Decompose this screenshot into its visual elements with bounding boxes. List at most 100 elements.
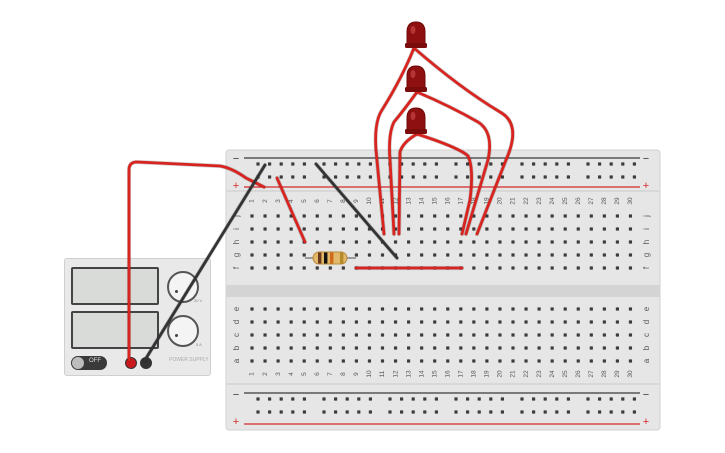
terminal-hole[interactable] — [407, 359, 411, 363]
bottom-negative-rail-hole[interactable] — [632, 397, 636, 401]
terminal-hole[interactable] — [615, 266, 619, 270]
terminal-hole[interactable] — [341, 320, 345, 324]
terminal-hole[interactable] — [589, 240, 593, 244]
top-negative-rail-hole[interactable] — [609, 162, 613, 166]
top-positive-rail-hole[interactable] — [543, 175, 547, 179]
terminal-hole[interactable] — [498, 320, 502, 324]
bottom-negative-rail-hole[interactable] — [466, 397, 470, 401]
top-positive-rail-hole[interactable] — [411, 175, 415, 179]
terminal-hole[interactable] — [472, 214, 476, 218]
top-positive-rail-hole[interactable] — [621, 175, 625, 179]
top-positive-rail-hole[interactable] — [434, 175, 438, 179]
terminal-hole[interactable] — [420, 253, 424, 257]
terminal-hole[interactable] — [367, 307, 372, 311]
terminal-hole[interactable] — [263, 214, 267, 218]
terminal-hole[interactable] — [472, 359, 476, 363]
terminal-hole[interactable] — [485, 240, 489, 244]
terminal-hole[interactable] — [602, 359, 606, 363]
terminal-hole[interactable] — [407, 227, 411, 231]
terminal-hole[interactable] — [550, 227, 554, 231]
terminal-hole[interactable] — [446, 307, 450, 311]
terminal-hole[interactable] — [628, 266, 633, 270]
bottom-negative-rail-hole[interactable] — [520, 397, 524, 401]
terminal-hole[interactable] — [354, 359, 358, 363]
terminal-hole[interactable] — [341, 359, 345, 363]
terminal-hole[interactable] — [524, 320, 528, 324]
bottom-positive-rail-hole[interactable] — [411, 410, 415, 414]
bottom-positive-rail-hole[interactable] — [555, 410, 559, 414]
terminal-hole[interactable] — [576, 346, 580, 350]
terminal-hole[interactable] — [563, 240, 567, 244]
top-negative-rail-hole[interactable] — [302, 162, 306, 166]
top-positive-rail-hole[interactable] — [500, 175, 504, 179]
terminal-hole[interactable] — [276, 359, 280, 363]
terminal-hole[interactable] — [407, 214, 411, 218]
led-3[interactable] — [405, 107, 427, 134]
terminal-hole[interactable] — [289, 266, 293, 270]
terminal-hole[interactable] — [407, 320, 411, 324]
terminal-hole[interactable] — [276, 227, 280, 231]
bottom-negative-rail-hole[interactable] — [368, 397, 372, 401]
terminal-hole[interactable] — [628, 307, 633, 311]
terminal-hole[interactable] — [393, 307, 398, 311]
terminal-hole[interactable] — [420, 240, 424, 244]
terminal-hole[interactable] — [602, 214, 606, 218]
terminal-hole[interactable] — [433, 227, 437, 231]
terminal-hole[interactable] — [498, 266, 502, 270]
top-positive-rail-hole[interactable] — [357, 175, 361, 179]
terminal-hole[interactable] — [576, 253, 580, 257]
terminal-hole[interactable] — [420, 346, 424, 350]
terminal-hole[interactable] — [354, 227, 358, 231]
bottom-negative-rail-hole[interactable] — [621, 397, 625, 401]
top-positive-rail-hole[interactable] — [423, 175, 427, 179]
top-positive-rail-hole[interactable] — [566, 175, 570, 179]
terminal-hole[interactable] — [563, 227, 567, 231]
top-positive-rail-hole[interactable] — [268, 175, 272, 179]
terminal-hole[interactable] — [315, 359, 319, 363]
bottom-negative-rail-hole[interactable] — [489, 397, 493, 401]
terminal-hole[interactable] — [485, 333, 489, 337]
terminal-hole[interactable] — [367, 253, 372, 257]
bottom-positive-rail-hole[interactable] — [302, 410, 306, 414]
bottom-positive-rail-hole[interactable] — [357, 410, 361, 414]
terminal-hole[interactable] — [576, 307, 580, 311]
terminal-hole[interactable] — [315, 227, 319, 231]
bottom-positive-rail-hole[interactable] — [454, 410, 458, 414]
led3-anode-lead[interactable] — [397, 132, 419, 236]
bottom-negative-rail-hole[interactable] — [357, 397, 361, 401]
top-positive-rail-hole[interactable] — [632, 175, 636, 179]
top-negative-rail-hole[interactable] — [322, 162, 326, 166]
terminal-hole[interactable] — [420, 320, 424, 324]
terminal-hole[interactable] — [328, 333, 332, 337]
terminal-hole[interactable] — [367, 214, 372, 218]
terminal-hole[interactable] — [459, 253, 463, 257]
top-positive-rail-hole[interactable] — [520, 175, 524, 179]
bottom-positive-rail-hole[interactable] — [598, 410, 602, 414]
terminal-hole[interactable] — [628, 333, 633, 337]
terminal-hole[interactable] — [328, 214, 332, 218]
bottom-positive-rail-hole[interactable] — [368, 410, 372, 414]
terminal-hole[interactable] — [354, 253, 358, 257]
terminal-hole[interactable] — [341, 333, 345, 337]
terminal-hole[interactable] — [420, 359, 424, 363]
terminal-hole[interactable] — [511, 214, 515, 218]
terminal-hole[interactable] — [393, 240, 398, 244]
terminal-hole[interactable] — [341, 266, 345, 270]
bottom-negative-rail-hole[interactable] — [345, 397, 349, 401]
ground-return-wire[interactable] — [314, 162, 399, 260]
terminal-hole[interactable] — [289, 346, 293, 350]
top-negative-rail-hole[interactable] — [466, 162, 470, 166]
terminal-hole[interactable] — [537, 320, 541, 324]
bottom-positive-rail-hole[interactable] — [423, 410, 427, 414]
terminal-hole[interactable] — [407, 346, 411, 350]
terminal-hole[interactable] — [550, 253, 554, 257]
bottom-positive-rail-hole[interactable] — [322, 410, 326, 414]
terminal-hole[interactable] — [263, 227, 267, 231]
terminal-hole[interactable] — [302, 333, 306, 337]
terminal-hole[interactable] — [563, 359, 567, 363]
bottom-positive-rail-hole[interactable] — [400, 410, 404, 414]
terminal-hole[interactable] — [511, 333, 515, 337]
terminal-hole[interactable] — [589, 307, 593, 311]
top-negative-rail-hole[interactable] — [621, 162, 625, 166]
terminal-hole[interactable] — [315, 240, 319, 244]
